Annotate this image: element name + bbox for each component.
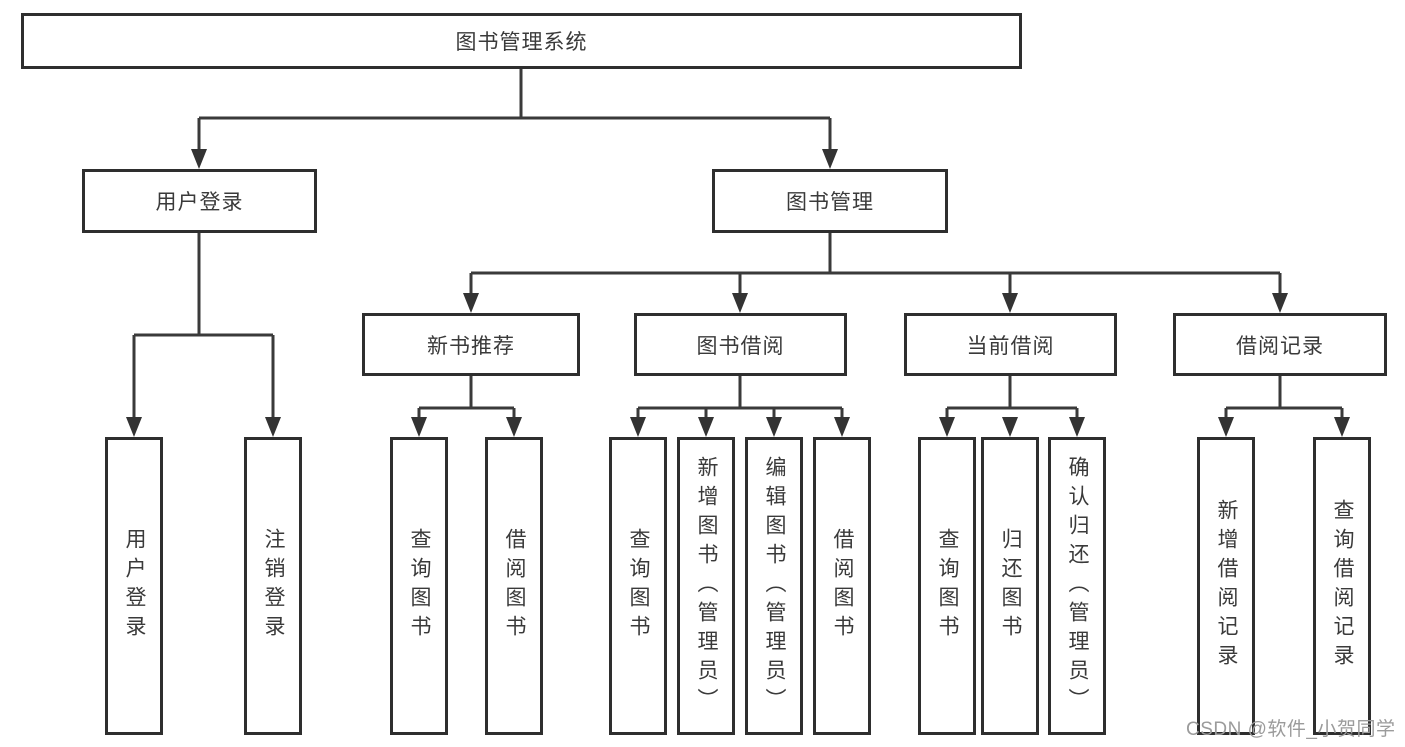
- node-library-system: 图书管理系统: [21, 13, 1022, 69]
- node-leaf-add-book-admin: 新增图书（管理员）: [677, 437, 735, 735]
- node-leaf-query-books-recommend: 查询图书: [390, 437, 448, 735]
- node-label: 借阅记录: [1236, 334, 1324, 358]
- node-label: 新增图书（管理员）: [695, 455, 718, 717]
- node-label: 查询借阅记录: [1331, 499, 1354, 673]
- node-label: 用户登录: [155, 191, 244, 214]
- node-current-borrowing: 当前借阅: [904, 313, 1117, 376]
- node-leaf-add-borrow-record: 新增借阅记录: [1197, 437, 1255, 735]
- node-label: 查询图书: [408, 528, 431, 644]
- node-label: 用户登录: [123, 528, 146, 644]
- csdn-watermark: CSDN @软件_小贺同学: [1186, 719, 1396, 740]
- node-label: 注销登录: [262, 528, 285, 644]
- node-label: 查询图书: [936, 528, 959, 644]
- node-label: 新增借阅记录: [1215, 499, 1238, 673]
- node-leaf-confirm-return-admin: 确认归还（管理员）: [1048, 437, 1106, 735]
- node-leaf-borrow-books: 借阅图书: [813, 437, 871, 735]
- node-user-login: 用户登录: [82, 169, 317, 233]
- node-label: 图书管理系统: [455, 31, 588, 54]
- node-label: 借阅图书: [831, 528, 854, 644]
- node-leaf-borrow-books-recommend: 借阅图书: [485, 437, 543, 735]
- node-book-borrowing: 图书借阅: [634, 313, 847, 376]
- node-label: 新书推荐: [427, 334, 515, 358]
- node-leaf-query-borrow-record: 查询借阅记录: [1313, 437, 1371, 735]
- node-new-book-recommendation: 新书推荐: [362, 313, 580, 376]
- node-label: 当前借阅: [966, 334, 1055, 358]
- node-book-management: 图书管理: [712, 169, 948, 233]
- node-leaf-return-books: 归还图书: [981, 437, 1039, 735]
- node-label: 归还图书: [999, 528, 1022, 644]
- node-label: 图书管理: [786, 191, 874, 214]
- node-leaf-edit-book-admin: 编辑图书（管理员）: [745, 437, 803, 735]
- node-label: 查询图书: [627, 528, 650, 644]
- node-label: 借阅图书: [503, 528, 526, 644]
- node-leaf-query-books-current: 查询图书: [918, 437, 976, 735]
- node-leaf-logout: 注销登录: [244, 437, 302, 735]
- arrowhead-icons: [126, 149, 1350, 437]
- node-label: 编辑图书（管理员）: [763, 455, 786, 717]
- node-label: 确认归还（管理员）: [1066, 455, 1089, 717]
- node-leaf-query-books-borrow: 查询图书: [609, 437, 667, 735]
- node-label: 图书借阅: [696, 334, 785, 358]
- node-leaf-user-login: 用户登录: [105, 437, 163, 735]
- node-borrowing-records: 借阅记录: [1173, 313, 1387, 376]
